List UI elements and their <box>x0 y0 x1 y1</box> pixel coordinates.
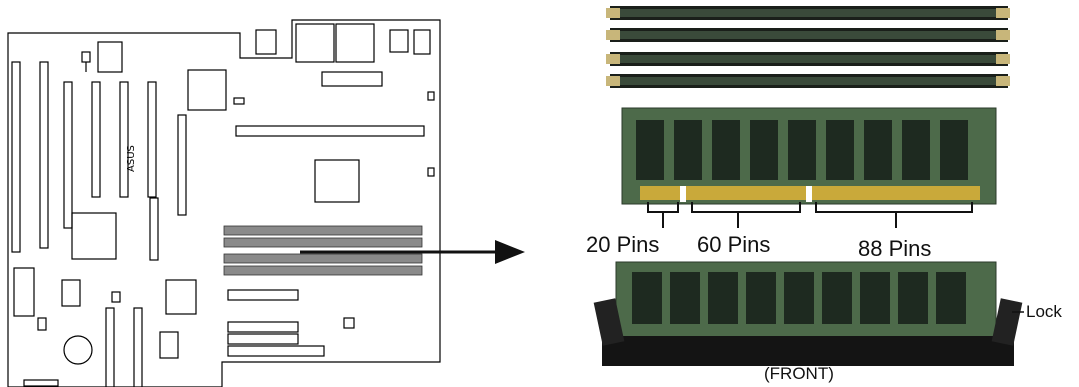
dimm-slot-2 <box>223 237 423 248</box>
bracket-88-pins <box>815 202 973 228</box>
lower-slot-2 <box>133 307 143 387</box>
ps2-connector <box>255 29 277 55</box>
isa-slot-2 <box>39 61 49 249</box>
chip-small-1 <box>61 279 81 307</box>
pin-brackets <box>647 202 973 228</box>
board-outline <box>7 19 441 387</box>
serial-port-block <box>295 23 335 63</box>
lock-left <box>593 298 625 346</box>
io-chip <box>71 212 117 260</box>
label-88-pins: 88 Pins <box>858 236 932 261</box>
floppy-connector <box>227 289 299 301</box>
battery <box>63 335 93 365</box>
ide-connector-1 <box>227 321 299 333</box>
pci-slot-3 <box>119 81 129 198</box>
power-connector <box>227 345 325 357</box>
motherboard-layout: ASUS <box>7 19 441 387</box>
north-bridge <box>187 69 227 111</box>
lock-right <box>991 298 1023 346</box>
header-pins-5 <box>343 317 355 329</box>
pci-slot-4 <box>147 81 157 198</box>
label-lock: Lock <box>1026 302 1062 321</box>
pci-slot-2 <box>91 81 101 198</box>
chip-small-2 <box>13 267 35 317</box>
header-row <box>321 71 383 87</box>
dimm-slot-1 <box>223 225 423 236</box>
bios-chip <box>97 41 123 73</box>
dimm-installed-front <box>593 261 1024 366</box>
dimm-chips <box>636 120 968 180</box>
svg-text:ASUS: ASUS <box>126 145 137 172</box>
amr-slot <box>177 114 187 216</box>
usb-connector <box>389 29 409 53</box>
dimm-slots-photo <box>600 2 1020 94</box>
installed-chips <box>632 272 966 324</box>
dimm-slot-photo-2 <box>606 28 1010 42</box>
header-pins-2 <box>23 379 59 387</box>
agp-slot <box>149 197 159 261</box>
slot-base <box>602 336 1014 366</box>
notch-1 <box>680 186 686 202</box>
jumper-block <box>81 51 91 63</box>
south-bridge <box>165 279 197 315</box>
label-20-pins: 20 Pins <box>586 232 660 257</box>
isa-slot-1 <box>11 61 21 253</box>
label-60-pins: 60 Pins <box>697 232 771 257</box>
header-pins-3 <box>111 291 121 303</box>
header-pins-1 <box>233 97 245 105</box>
cpu-socket <box>314 159 360 203</box>
ide-connector-2 <box>227 333 299 345</box>
notch-2 <box>806 186 812 202</box>
parallel-port-block <box>335 23 375 63</box>
header-pins-4 <box>37 317 47 331</box>
bracket-20-pins <box>647 202 679 228</box>
label-front: (FRONT) <box>764 364 834 383</box>
chip-small-3 <box>159 331 179 359</box>
audio-connector <box>413 29 431 55</box>
dimm-slot-3 <box>223 253 423 264</box>
lower-slot-1 <box>105 307 115 387</box>
dimm-slot-photo-3 <box>606 52 1010 66</box>
right-arrow-icon <box>300 240 525 264</box>
bracket-60-pins <box>691 202 801 228</box>
dimm-slots-on-board <box>223 225 423 276</box>
pci-slot-1 <box>63 81 73 229</box>
side-block-2 <box>427 167 435 177</box>
side-block <box>427 91 435 101</box>
dimm-slot-photo-1 <box>606 6 1010 20</box>
dimm-module <box>621 107 997 205</box>
dimm-slot-4 <box>223 265 423 276</box>
dimm-slot-photo-4 <box>606 74 1010 88</box>
cnr-slot <box>235 125 425 137</box>
